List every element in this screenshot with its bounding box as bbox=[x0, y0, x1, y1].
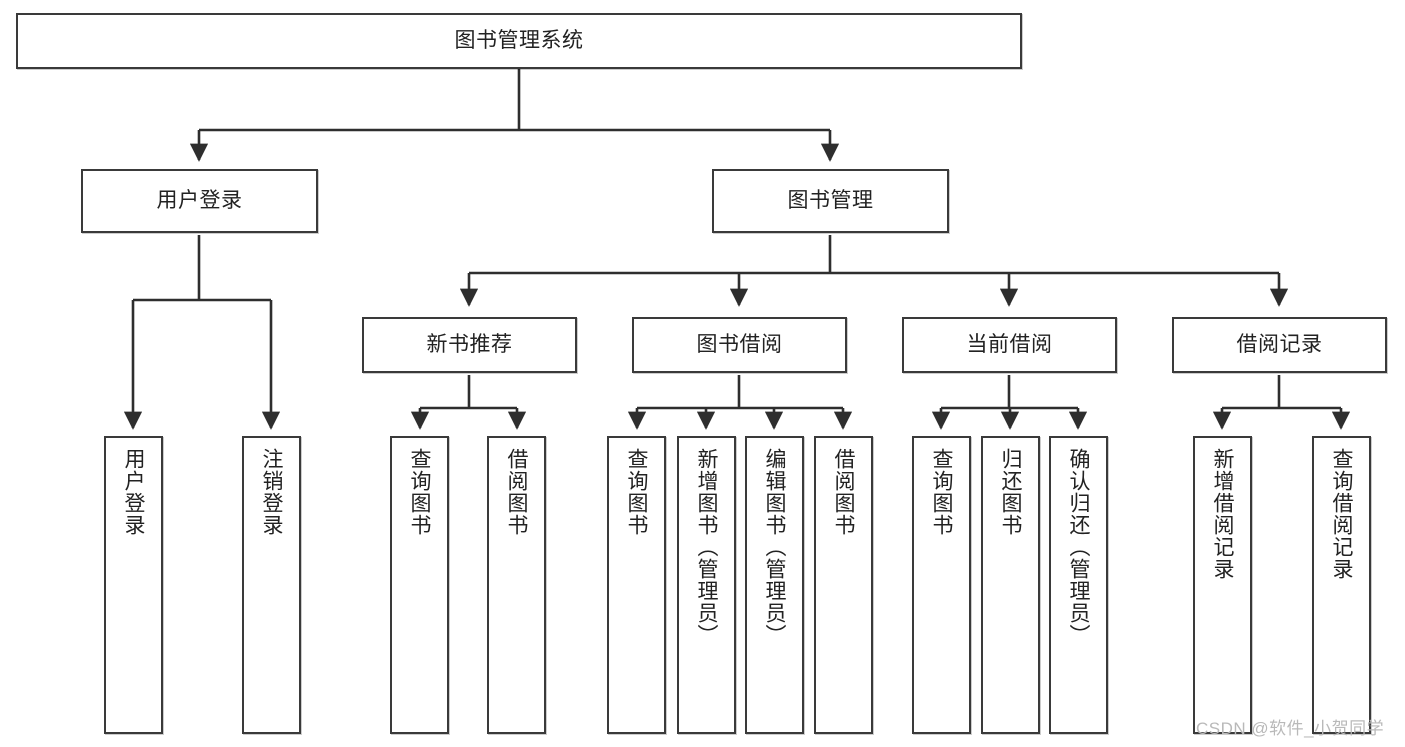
leaf-current-borrow-return[interactable]: 归还图书 bbox=[981, 436, 1040, 734]
leaf-book-borrow-add[interactable]: 新增图书（管理员） bbox=[677, 436, 736, 734]
leaf-borrow-record-query[interactable]: 查询借阅记录 bbox=[1312, 436, 1371, 734]
node-label: 新增图书（管理员） bbox=[695, 448, 719, 646]
node-label: 确认归还（管理员） bbox=[1067, 448, 1091, 646]
leaf-book-borrow-query[interactable]: 查询图书 bbox=[607, 436, 666, 734]
node-label: 用户登录 bbox=[156, 188, 243, 212]
leaf-user-login-signout[interactable]: 注销登录 bbox=[242, 436, 301, 734]
leaf-borrow-record-add[interactable]: 新增借阅记录 bbox=[1193, 436, 1252, 734]
node-label: 查询图书 bbox=[408, 448, 432, 536]
leaf-new-book-query[interactable]: 查询图书 bbox=[390, 436, 449, 734]
node-label: 借阅记录 bbox=[1236, 332, 1323, 356]
node-book-management[interactable]: 图书管理 bbox=[712, 169, 949, 233]
leaf-current-borrow-confirm-return[interactable]: 确认归还（管理员） bbox=[1049, 436, 1108, 734]
node-label: 查询图书 bbox=[930, 448, 954, 536]
node-label: 用户登录 bbox=[122, 448, 146, 536]
csdn-watermark: CSDN @软件_小贺同学 bbox=[1196, 719, 1385, 738]
node-label: 借阅图书 bbox=[505, 448, 529, 536]
node-label: 借阅图书 bbox=[832, 448, 856, 536]
leaf-book-borrow-borrow[interactable]: 借阅图书 bbox=[814, 436, 873, 734]
node-new-book-recommend[interactable]: 新书推荐 bbox=[362, 317, 577, 373]
leaf-user-login-signin[interactable]: 用户登录 bbox=[104, 436, 163, 734]
node-user-login[interactable]: 用户登录 bbox=[81, 169, 318, 233]
node-book-borrow[interactable]: 图书借阅 bbox=[632, 317, 847, 373]
node-label: 图书管理系统 bbox=[454, 28, 584, 52]
node-root[interactable]: 图书管理系统 bbox=[16, 13, 1022, 69]
node-label: 归还图书 bbox=[999, 448, 1023, 536]
node-label: 查询图书 bbox=[625, 448, 649, 536]
leaf-new-book-borrow[interactable]: 借阅图书 bbox=[487, 436, 546, 734]
node-label: 图书借阅 bbox=[696, 332, 783, 356]
node-label: 当前借阅 bbox=[966, 332, 1053, 356]
node-label: 新书推荐 bbox=[426, 332, 513, 356]
leaf-current-borrow-query[interactable]: 查询图书 bbox=[912, 436, 971, 734]
node-current-borrow[interactable]: 当前借阅 bbox=[902, 317, 1117, 373]
node-label: 新增借阅记录 bbox=[1211, 448, 1235, 580]
node-label: 注销登录 bbox=[260, 448, 284, 536]
leaf-book-borrow-edit[interactable]: 编辑图书（管理员） bbox=[745, 436, 804, 734]
node-label: 编辑图书（管理员） bbox=[763, 448, 787, 646]
node-label: 查询借阅记录 bbox=[1330, 448, 1354, 580]
node-label: 图书管理 bbox=[787, 188, 874, 212]
node-borrow-record[interactable]: 借阅记录 bbox=[1172, 317, 1387, 373]
